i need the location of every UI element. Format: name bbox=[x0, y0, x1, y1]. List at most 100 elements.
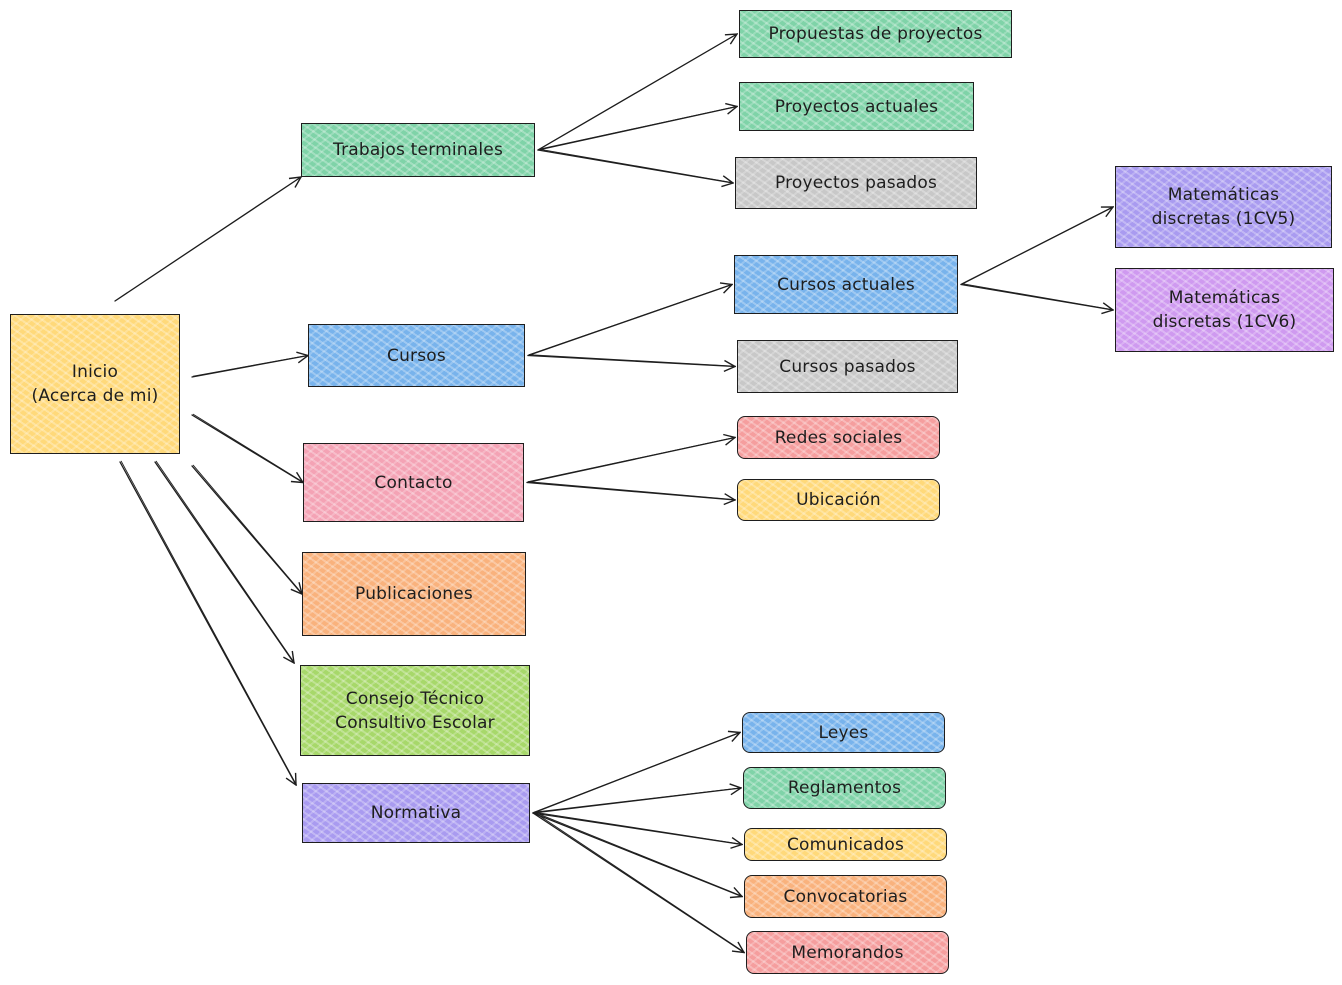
node-trabajos-terminales[interactable]: Trabajos terminales bbox=[301, 123, 535, 177]
edge-sketch-line bbox=[528, 354, 736, 367]
edge-sketch-line bbox=[961, 283, 1114, 311]
edge-sketch-line bbox=[538, 148, 734, 184]
edge-normativa-to-convocatorias bbox=[532, 811, 743, 897]
edge-line bbox=[532, 733, 740, 814]
edge-sketch-line bbox=[533, 811, 745, 953]
node-label: Inicio (Acerca de mi) bbox=[31, 362, 159, 406]
node-label: Contacto bbox=[374, 472, 453, 493]
edge-normativa-to-comunicados bbox=[532, 811, 743, 845]
edge-inicio-to-trabajos_terminales bbox=[114, 176, 302, 302]
node-label: Memorandos bbox=[791, 942, 904, 963]
node-leyes[interactable]: Leyes bbox=[742, 712, 945, 753]
node-label: Proyectos actuales bbox=[774, 96, 939, 117]
edge-sketch-line bbox=[538, 105, 738, 150]
edge-trabajos_terminales-to-propuestas bbox=[537, 33, 738, 151]
edge-line bbox=[532, 812, 744, 953]
node-label: Reglamentos bbox=[787, 778, 902, 798]
edge-line bbox=[532, 812, 742, 897]
node-label: Trabajos terminales bbox=[332, 140, 503, 160]
edge-cursos-to-cursos_pasados bbox=[527, 354, 736, 367]
node-matematicas-discretas-1cv5[interactable]: Matemáticas discretas (1CV5) bbox=[1115, 166, 1332, 248]
edge-sketch-line bbox=[528, 283, 733, 356]
edge-line bbox=[532, 788, 741, 814]
edge-sketch-line bbox=[527, 436, 736, 483]
node-convocatorias[interactable]: Convocatorias bbox=[744, 875, 947, 918]
edge-normativa-to-reglamentos bbox=[532, 787, 742, 814]
node-label: Comunicados bbox=[786, 834, 905, 855]
edge-sketch-line bbox=[533, 787, 742, 813]
node-label: Cursos pasados bbox=[779, 356, 916, 377]
node-normativa[interactable]: Normativa bbox=[302, 783, 530, 843]
node-inicio[interactable]: Inicio (Acerca de mi) bbox=[10, 314, 180, 454]
edge-contacto-to-ubicacion bbox=[526, 481, 736, 501]
edge-sketch-line bbox=[533, 731, 741, 813]
edge-cursos_actuales-to-mate_1cv6 bbox=[960, 283, 1114, 311]
edge-inicio-to-cursos bbox=[191, 355, 308, 378]
edge-line bbox=[537, 149, 733, 183]
edge-line bbox=[526, 481, 735, 501]
node-memorandos[interactable]: Memorandos bbox=[746, 931, 949, 974]
edge-sketch-line bbox=[533, 811, 743, 897]
edge-line bbox=[537, 107, 737, 151]
node-label: Publicaciones bbox=[355, 584, 473, 604]
edge-line bbox=[537, 34, 737, 151]
edge-contacto-to-redes_sociales bbox=[526, 436, 736, 484]
edge-normativa-to-leyes bbox=[532, 731, 741, 814]
edge-inicio-to-contacto bbox=[191, 413, 304, 483]
edge-line bbox=[960, 283, 1113, 311]
node-label: Cursos bbox=[387, 345, 446, 366]
node-label: Normativa bbox=[370, 803, 462, 823]
node-label: Ubicación bbox=[796, 490, 881, 510]
node-matematicas-discretas-1cv6[interactable]: Matemáticas discretas (1CV6) bbox=[1115, 268, 1334, 352]
node-consejo-tecnico[interactable]: Consejo Técnico Consultivo Escolar bbox=[300, 665, 530, 756]
edge-sketch-line bbox=[120, 460, 297, 786]
edge-sketch-line bbox=[155, 460, 295, 664]
node-cursos[interactable]: Cursos bbox=[308, 324, 525, 387]
node-cursos-actuales[interactable]: Cursos actuales bbox=[734, 255, 958, 314]
edge-sketch-line bbox=[961, 206, 1114, 285]
node-label: Matemáticas discretas (1CV5) bbox=[1151, 185, 1296, 229]
edge-line bbox=[119, 461, 296, 785]
node-label: Matemáticas discretas (1CV6) bbox=[1152, 288, 1297, 332]
edge-trabajos_terminales-to-proyectos_pasados bbox=[537, 148, 734, 184]
edge-line bbox=[191, 465, 302, 594]
edge-line bbox=[191, 414, 303, 483]
edge-cursos-to-cursos_actuales bbox=[527, 283, 733, 357]
node-label: Proyectos pasados bbox=[774, 173, 938, 193]
node-label: Leyes bbox=[818, 722, 869, 743]
edge-sketch-line bbox=[115, 176, 302, 301]
edge-line bbox=[527, 354, 735, 367]
node-label: Propuestas de proyectos bbox=[768, 24, 983, 44]
node-cursos-pasados[interactable]: Cursos pasados bbox=[737, 340, 958, 393]
node-publicaciones[interactable]: Publicaciones bbox=[302, 552, 526, 636]
edge-trabajos_terminales-to-proyectos_actuales bbox=[537, 105, 738, 151]
edge-sketch-line bbox=[538, 33, 738, 150]
edge-sketch-line bbox=[533, 811, 743, 845]
node-label: Convocatorias bbox=[783, 886, 908, 907]
edge-inicio-to-normativa bbox=[119, 460, 297, 786]
edge-line bbox=[532, 812, 742, 845]
edge-line bbox=[154, 461, 294, 663]
edge-inicio-to-consejo bbox=[154, 460, 295, 664]
edge-line bbox=[114, 177, 301, 302]
edge-normativa-to-memorandos bbox=[532, 811, 745, 953]
edge-line bbox=[527, 285, 732, 357]
node-proyectos-actuales[interactable]: Proyectos actuales bbox=[739, 82, 974, 131]
node-label: Consejo Técnico Consultivo Escolar bbox=[335, 688, 495, 733]
edge-sketch-line bbox=[192, 413, 304, 483]
node-propuestas-de-proyectos[interactable]: Propuestas de proyectos bbox=[739, 10, 1012, 58]
node-comunicados[interactable]: Comunicados bbox=[744, 828, 947, 861]
node-redes-sociales[interactable]: Redes sociales bbox=[737, 416, 940, 459]
node-contacto[interactable]: Contacto bbox=[303, 443, 524, 522]
node-label: Cursos actuales bbox=[777, 274, 915, 295]
edge-inicio-to-publicaciones bbox=[191, 464, 303, 595]
edge-cursos_actuales-to-mate_1cv5 bbox=[960, 206, 1114, 286]
edge-line bbox=[526, 438, 735, 484]
edge-line bbox=[191, 356, 308, 378]
edge-sketch-line bbox=[192, 464, 303, 595]
node-reglamentos[interactable]: Reglamentos bbox=[743, 767, 946, 809]
edge-sketch-line bbox=[527, 481, 736, 501]
node-ubicacion[interactable]: Ubicación bbox=[737, 479, 940, 521]
node-proyectos-pasados[interactable]: Proyectos pasados bbox=[735, 157, 977, 209]
